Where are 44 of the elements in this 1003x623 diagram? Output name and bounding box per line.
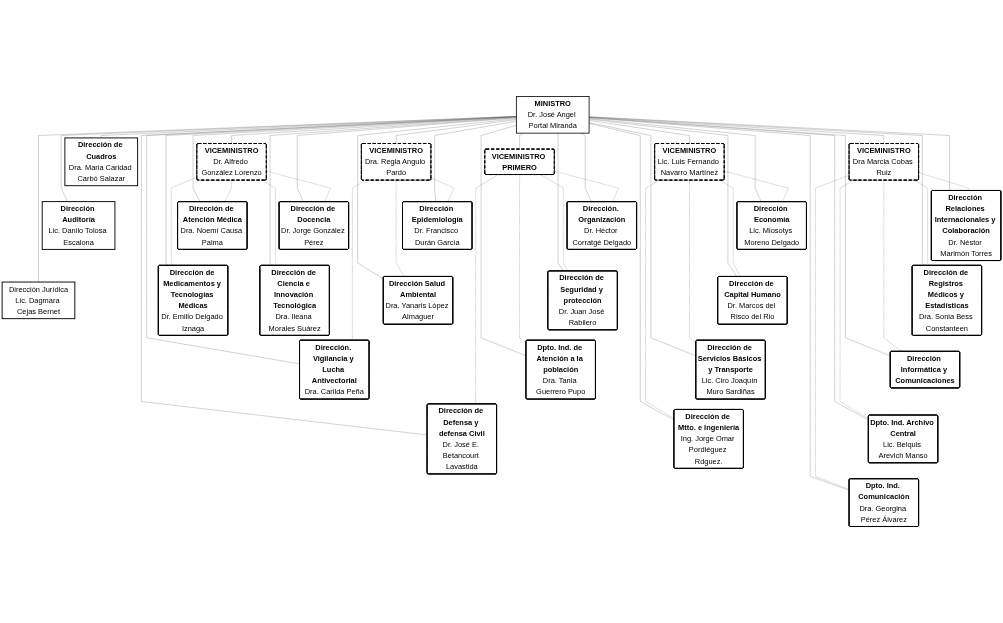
connector xyxy=(914,180,930,266)
connector xyxy=(588,123,675,421)
connector xyxy=(588,119,738,277)
connector xyxy=(519,174,527,343)
connector xyxy=(519,133,524,150)
connector xyxy=(883,180,902,352)
connector xyxy=(588,117,891,356)
connector xyxy=(231,117,517,144)
connector xyxy=(588,117,850,491)
connector xyxy=(581,133,592,202)
connector xyxy=(357,118,517,280)
connector xyxy=(297,117,517,202)
connector xyxy=(262,180,277,266)
connector xyxy=(588,117,869,421)
connector xyxy=(540,174,568,272)
connector xyxy=(719,180,741,277)
connector xyxy=(396,180,405,277)
connector xyxy=(165,116,517,266)
connector xyxy=(430,177,454,202)
connector xyxy=(396,119,517,144)
connector xyxy=(645,180,675,419)
connector xyxy=(588,118,762,202)
connector xyxy=(689,180,697,343)
connector xyxy=(918,172,969,191)
connector xyxy=(588,120,690,144)
connector xyxy=(724,171,789,202)
connector xyxy=(266,171,331,202)
connector xyxy=(588,116,951,191)
connector xyxy=(588,116,925,266)
connector xyxy=(171,176,198,266)
connector xyxy=(839,180,869,419)
connector xyxy=(815,175,850,490)
connector xyxy=(269,117,517,266)
connector xyxy=(224,180,232,202)
connector xyxy=(351,180,366,341)
connector xyxy=(480,125,527,356)
connector xyxy=(141,116,517,436)
connector xyxy=(146,116,517,364)
connector xyxy=(434,121,517,202)
connector xyxy=(192,116,517,202)
connector xyxy=(557,133,564,272)
connector xyxy=(588,122,697,356)
connector xyxy=(554,171,619,202)
connector xyxy=(474,174,499,405)
